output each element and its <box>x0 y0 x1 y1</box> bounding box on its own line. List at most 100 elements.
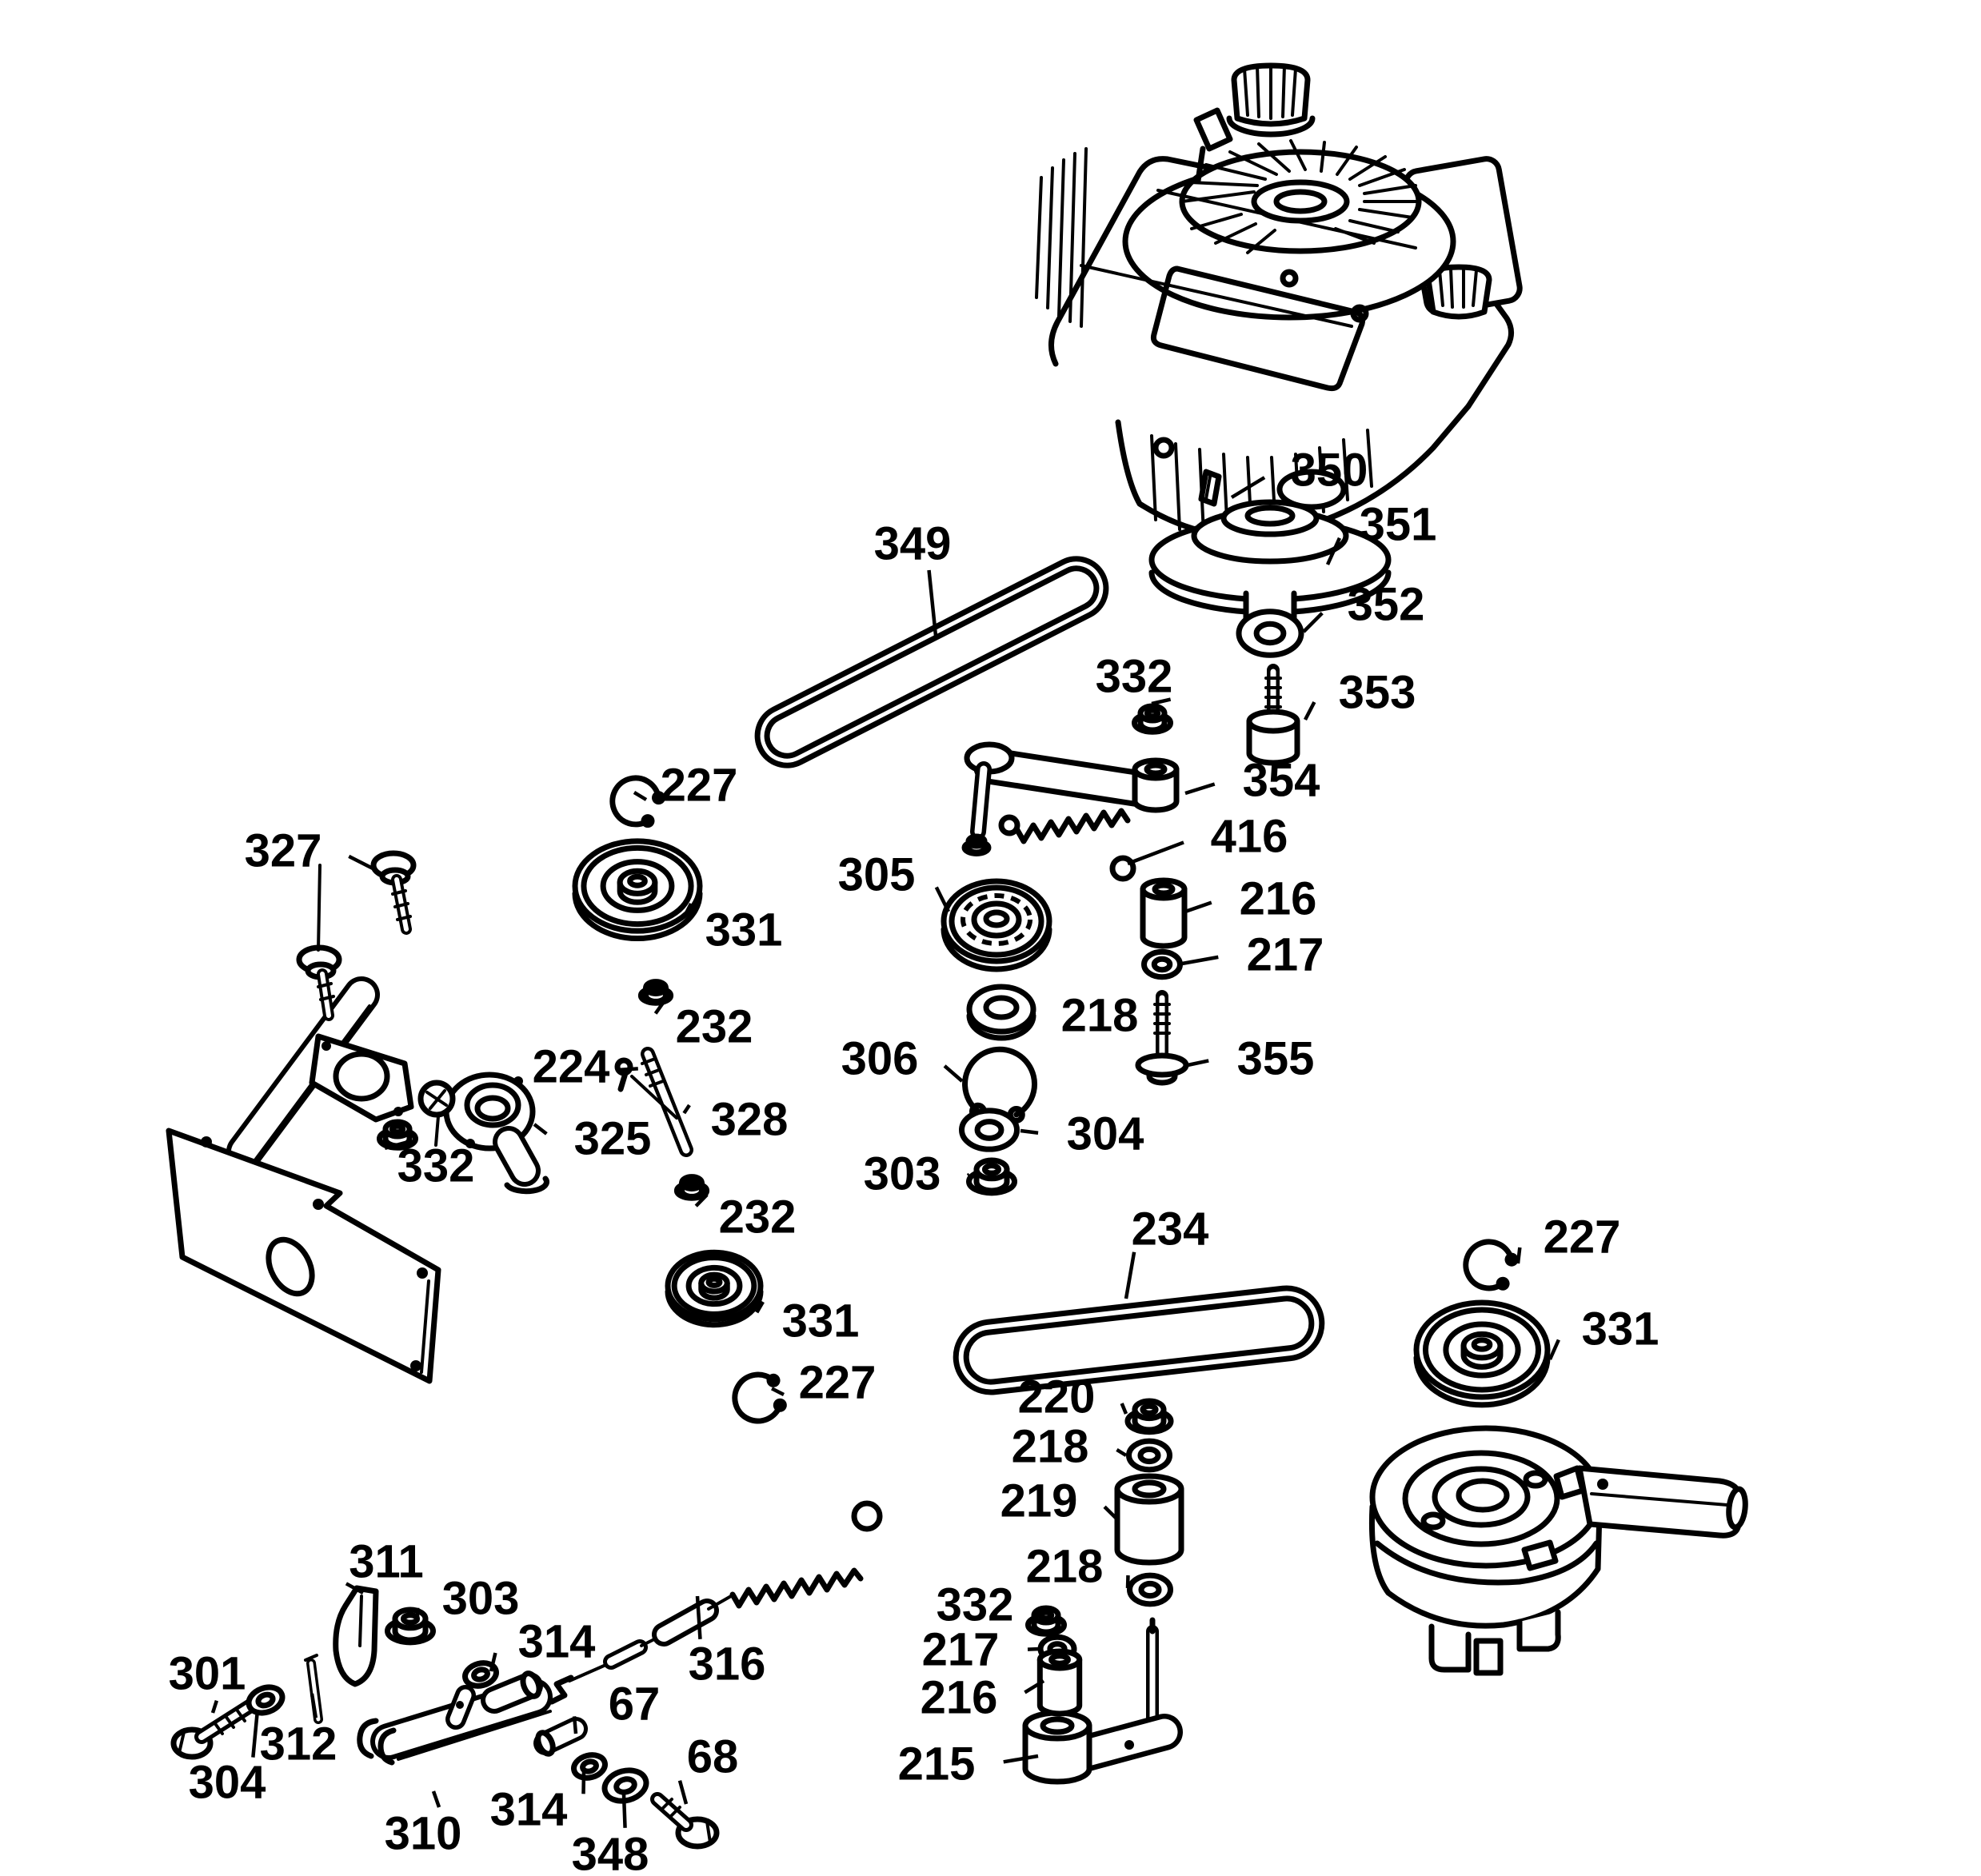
leader-line-328 <box>684 1105 689 1113</box>
part-label-331: 331 <box>705 904 783 956</box>
part-label-217: 217 <box>1247 929 1324 981</box>
engine-illustration <box>1036 66 1522 537</box>
leader-line-67 <box>574 1716 576 1734</box>
leader-line-218 <box>1116 1450 1126 1455</box>
latch-311 <box>336 1588 376 1684</box>
leader-line-310 <box>433 1791 439 1807</box>
part-label-301: 301 <box>169 1648 246 1700</box>
spacer-219 <box>1117 1476 1181 1563</box>
leader-line-219 <box>1104 1507 1116 1518</box>
part-label-306: 306 <box>841 1033 919 1085</box>
leader-line-352 <box>1304 613 1322 632</box>
leader-line-332 <box>1152 700 1171 704</box>
leader-line-234 <box>1126 1252 1134 1299</box>
leader-line-305 <box>937 887 949 912</box>
part-label-218: 218 <box>1061 990 1139 1042</box>
leader-line-232 <box>656 1000 665 1013</box>
washer-352 <box>1239 612 1301 656</box>
flat-idler-pulley-331-lower <box>668 1252 761 1324</box>
part-label-354: 354 <box>1243 755 1320 807</box>
part-label-67: 67 <box>609 1678 661 1730</box>
leader-line-349 <box>929 570 936 636</box>
part-label-325: 325 <box>574 1113 652 1165</box>
bracket-310 <box>360 1671 550 1762</box>
leader-branch-327 <box>318 865 320 950</box>
leader-line-350 <box>1232 477 1264 497</box>
nut-332 <box>1135 706 1171 732</box>
leader-line-220 <box>1122 1403 1126 1414</box>
leader-line-351 <box>1328 538 1340 565</box>
snap-ring-227 <box>605 770 666 832</box>
leader-line-331 <box>1550 1339 1559 1359</box>
part-label-224: 224 <box>533 1041 610 1093</box>
washer-218 <box>1129 1441 1170 1470</box>
leader-line-314 <box>583 1770 584 1794</box>
part-label-227: 227 <box>1544 1211 1621 1263</box>
leader-line-227 <box>772 1388 784 1395</box>
leader-line-354 <box>1185 784 1215 793</box>
flat-idler-pulley-331-right <box>1416 1303 1548 1405</box>
leader-line-355 <box>1188 1060 1208 1065</box>
leader-line-216 <box>1024 1681 1044 1692</box>
part-label-331: 331 <box>1582 1303 1659 1355</box>
part-label-232: 232 <box>719 1191 797 1243</box>
part-label-348: 348 <box>572 1829 649 1876</box>
rod-328 <box>642 1054 686 1150</box>
part-label-311: 311 <box>349 1536 424 1588</box>
part-label-310: 310 <box>385 1808 462 1860</box>
part-label-304: 304 <box>1067 1108 1144 1160</box>
leader-line-325 <box>534 1124 546 1134</box>
leader-line-306 <box>945 1066 962 1081</box>
part-label-416: 416 <box>1211 811 1288 863</box>
leader-line-314 <box>491 1653 495 1671</box>
part-label-217: 217 <box>922 1624 1000 1676</box>
leader-line-332 <box>1035 1611 1040 1620</box>
leader-line-316 <box>697 1596 700 1639</box>
part-label-218: 218 <box>1026 1541 1104 1593</box>
leader-line-331 <box>684 904 691 918</box>
part-label-219: 219 <box>1000 1475 1078 1527</box>
idler-arm-215 <box>1025 1620 1164 1782</box>
gasket-plate <box>312 1036 411 1120</box>
leader-line-331 <box>757 1302 763 1312</box>
part-label-353: 353 <box>1339 667 1416 719</box>
nut-303-bottom <box>388 1610 433 1642</box>
part-label-304: 304 <box>189 1757 266 1809</box>
snap-ring-227-right <box>1460 1235 1520 1295</box>
leader-line-348 <box>624 1794 625 1828</box>
leader-line-416 <box>1128 842 1184 864</box>
leader-line-312 <box>312 1694 316 1718</box>
bolt-68 <box>657 1799 717 1846</box>
washer-304-bottom <box>246 1682 286 1717</box>
part-label-349: 349 <box>874 518 952 570</box>
part-label-332: 332 <box>397 1140 475 1192</box>
part-label-216: 216 <box>1240 873 1317 925</box>
idler-pulley-305 <box>944 881 1049 969</box>
idler-arm-354 <box>963 744 1176 856</box>
part-label-328: 328 <box>711 1094 789 1146</box>
leader-line-301 <box>213 1701 217 1713</box>
part-label-331: 331 <box>782 1295 860 1347</box>
nut-232-lower <box>677 1177 706 1199</box>
leader-line-227 <box>1518 1247 1520 1263</box>
bolt-355 <box>1138 996 1186 1083</box>
part-label-332: 332 <box>937 1579 1014 1631</box>
part-label-68: 68 <box>687 1731 739 1783</box>
spacer-216 <box>1143 880 1184 946</box>
part-label-314: 314 <box>490 1784 568 1836</box>
part-label-314: 314 <box>518 1616 596 1668</box>
leader-line-304 <box>1020 1131 1038 1133</box>
frame-plate <box>169 1131 438 1381</box>
part-label-327: 327 <box>245 825 322 877</box>
pin-312 <box>306 1655 318 1719</box>
bolt-301 <box>174 1703 254 1757</box>
part-label-351: 351 <box>1360 499 1437 551</box>
leader-branch-224 <box>632 1076 677 1118</box>
part-label-218: 218 <box>1012 1421 1089 1473</box>
part-label-316: 316 <box>689 1639 766 1690</box>
engine-fan-ring <box>1182 141 1419 253</box>
part-label-227: 227 <box>661 760 738 812</box>
leader-line-327 <box>349 856 376 870</box>
flat-idler-pulley-331 <box>575 841 700 939</box>
